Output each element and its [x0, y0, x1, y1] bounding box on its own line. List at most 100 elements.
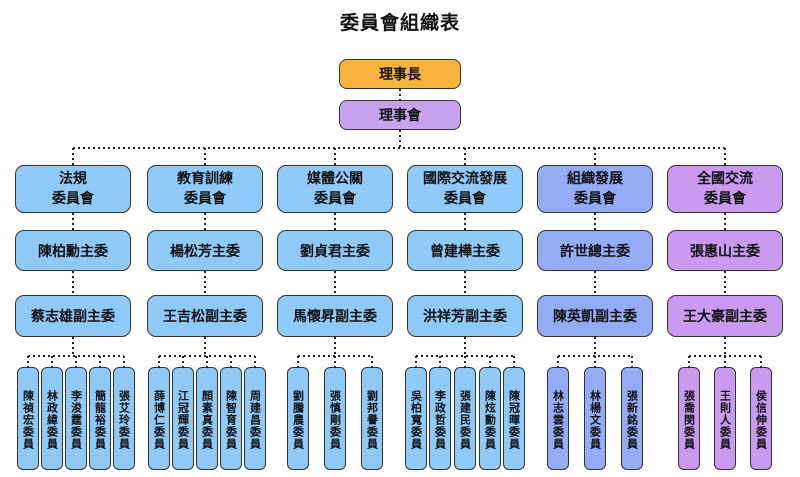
- member-box: 林志雲委員: [547, 367, 569, 470]
- chair-name: 許世總主委: [560, 243, 630, 260]
- member-name: 周建昌委員: [248, 389, 262, 450]
- member-name: 張艾玲委員: [117, 389, 131, 450]
- committee-box: 全國交流委員會: [667, 165, 783, 213]
- committee-name-line2: 委員會: [52, 191, 94, 207]
- member-name: 薛博仁委員: [152, 389, 166, 450]
- member-box: 侯信伸委員: [750, 367, 772, 470]
- member-box: 陳智育委員: [220, 367, 242, 470]
- committee-name: 教育訓練委員會: [177, 169, 233, 209]
- member-name: 陳冠暉委員: [507, 389, 521, 450]
- committee-name: 組織發展委員會: [567, 169, 623, 209]
- member-box: 吳柏寬委員: [405, 367, 427, 470]
- vice-chair-name: 蔡志雄副主委: [31, 309, 115, 325]
- member-box: 李政哲委員: [429, 367, 451, 470]
- committee-name-line2: 委員會: [444, 191, 486, 207]
- member-name: 張喬閔委員: [682, 389, 696, 450]
- member-name: 陳智育委員: [224, 389, 238, 450]
- member-box: 林政緯委員: [41, 367, 63, 470]
- committee-name-line1: 法規: [59, 171, 87, 187]
- chair-name: 曾建樺主委: [430, 243, 500, 260]
- committee-name-line2: 委員會: [574, 191, 616, 207]
- chair-box: 陳柏勳主委: [15, 230, 131, 271]
- board-box: 理事會: [339, 100, 461, 130]
- committee-name: 全國交流委員會: [697, 169, 753, 209]
- member-box: 李浚霆委員: [65, 367, 87, 470]
- committee-name-line1: 國際交流發展: [423, 171, 507, 187]
- committee-name: 法規委員會: [52, 169, 94, 209]
- member-name: 林政緯委員: [45, 389, 59, 450]
- committee-box: 組織發展委員會: [537, 165, 653, 213]
- member-name: 簡龍裕委員: [93, 389, 107, 450]
- chair-name: 陳柏勳主委: [38, 243, 108, 260]
- vice-chair-box: 王吉松副主委: [147, 295, 263, 337]
- committee-name-line1: 組織發展: [567, 171, 623, 187]
- page-title: 委員會組織表: [339, 12, 460, 34]
- committee-name-line1: 媒體公關: [307, 171, 363, 187]
- vice-chair-box: 王大豪副主委: [667, 295, 783, 337]
- chair-box: 曾建樺主委: [407, 230, 523, 271]
- vice-chair-name: 王大豪副主委: [683, 309, 767, 325]
- committee-box: 媒體公關委員會: [277, 165, 393, 213]
- member-box: 劉邦譽委員: [361, 367, 383, 470]
- chair-box: 劉貞君主委: [277, 230, 393, 271]
- board-label: 理事會: [379, 108, 421, 124]
- chair-name: 劉貞君主委: [300, 243, 370, 260]
- committee-name-line1: 全國交流: [697, 171, 753, 187]
- member-box: 簡龍裕委員: [89, 367, 111, 470]
- member-name: 林楊文委員: [588, 389, 602, 450]
- member-box: 江冠輝委員: [172, 367, 194, 470]
- member-box: 劉騰農委員: [287, 367, 309, 470]
- vice-chair-box: 洪祥芳副主委: [407, 295, 523, 337]
- committee-name: 國際交流發展委員會: [423, 169, 507, 209]
- member-name: 林志雲委員: [551, 389, 565, 450]
- member-box: 薛博仁委員: [148, 367, 170, 470]
- committee-name: 媒體公關委員會: [307, 169, 363, 209]
- committee-box: 國際交流發展委員會: [407, 165, 523, 213]
- member-box: 張建民委員: [454, 367, 476, 470]
- committee-name-line2: 委員會: [704, 191, 746, 207]
- president-label: 理事長: [379, 67, 421, 83]
- vice-chair-box: 陳英凱副主委: [537, 295, 653, 337]
- vice-chair-name: 馬懷昇副主委: [293, 309, 377, 325]
- member-name: 王則人委員: [718, 389, 732, 450]
- committee-name-line1: 教育訓練: [177, 171, 233, 187]
- member-name: 江冠輝委員: [176, 389, 190, 450]
- member-name: 李浚霆委員: [69, 389, 83, 450]
- member-name: 顏素真委員: [200, 389, 214, 450]
- member-box: 顏素真委員: [196, 367, 218, 470]
- member-name: 劉邦譽委員: [365, 389, 379, 450]
- member-name: 張建民委員: [458, 389, 472, 450]
- committee-box: 教育訓練委員會: [147, 165, 263, 213]
- vice-chair-box: 蔡志雄副主委: [15, 295, 131, 337]
- member-box: 陳禎宏委員: [17, 367, 39, 470]
- member-box: 陳炫勳委員: [479, 367, 501, 470]
- member-box: 王則人委員: [714, 367, 736, 470]
- member-box: 張慎剛委員: [324, 367, 346, 470]
- member-name: 陳禎宏委員: [21, 389, 35, 450]
- president-box: 理事長: [339, 59, 461, 89]
- chair-box: 楊松芳主委: [147, 230, 263, 271]
- member-name: 李政哲委員: [433, 389, 447, 450]
- committee-name-line2: 委員會: [314, 191, 356, 207]
- vice-chair-box: 馬懷昇副主委: [277, 295, 393, 337]
- vice-chair-name: 王吉松副主委: [163, 309, 247, 325]
- member-box: 周建昌委員: [244, 367, 266, 470]
- member-box: 張新銘委員: [621, 367, 643, 470]
- member-box: 陳冠暉委員: [503, 367, 525, 470]
- member-name: 張新銘委員: [625, 389, 639, 450]
- member-name: 陳炫勳委員: [483, 389, 497, 450]
- member-name: 吳柏寬委員: [409, 389, 423, 450]
- committee-box: 法規委員會: [15, 165, 131, 213]
- chair-name: 楊松芳主委: [170, 243, 240, 260]
- member-name: 張慎剛委員: [328, 389, 342, 450]
- member-box: 張喬閔委員: [678, 367, 700, 470]
- vice-chair-name: 洪祥芳副主委: [423, 309, 507, 325]
- member-name: 劉騰農委員: [291, 389, 305, 450]
- chair-name: 張惠山主委: [690, 243, 760, 260]
- member-box: 林楊文委員: [584, 367, 606, 470]
- committee-name-line2: 委員會: [184, 191, 226, 207]
- vice-chair-name: 陳英凱副主委: [553, 309, 637, 325]
- chair-box: 張惠山主委: [667, 230, 783, 271]
- chair-box: 許世總主委: [537, 230, 653, 271]
